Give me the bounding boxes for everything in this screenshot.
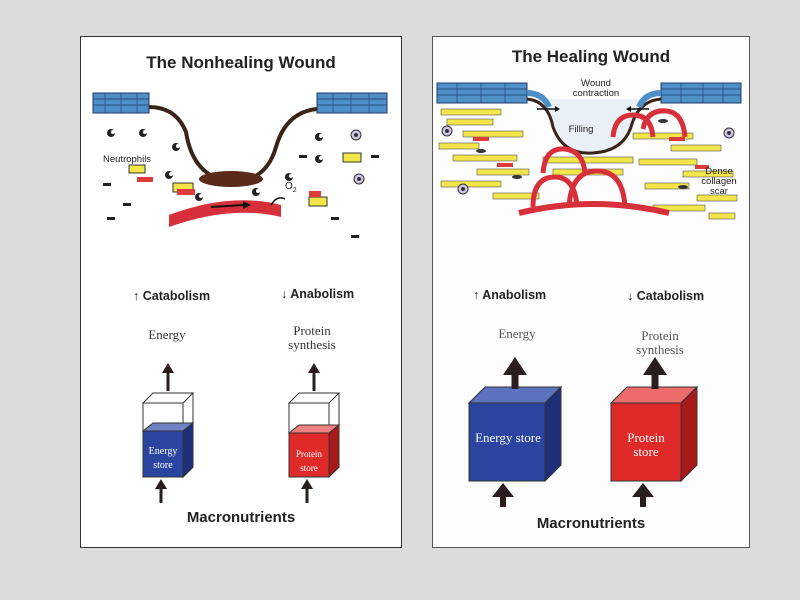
right-protein-store-label: Protein store (627, 430, 665, 459)
left-stores-illustration (141, 363, 341, 503)
right-protein-cube (609, 385, 699, 483)
right-macrophages (441, 125, 735, 195)
left-energy-store-label: Energy store (148, 446, 178, 471)
macrophages (350, 129, 365, 185)
left-energy-cube (141, 392, 195, 479)
left-macronutrients-label: Macronutrients (186, 509, 296, 526)
left-anabolism-heading: ↓ Anabolism (281, 287, 355, 301)
neutrophil-notches (111, 130, 323, 198)
right-energy-store-label: Energy store (475, 430, 541, 445)
granulation-vessels (530, 108, 688, 208)
nonhealing-wound-panel: The Nonhealing Wound (80, 36, 402, 548)
right-protein-synthesis-label: Protein synthesis (636, 328, 684, 357)
left-blood-vessel (169, 200, 281, 227)
healing-wound-panel: The Healing Wound (432, 36, 750, 548)
left-epidermis-right (316, 92, 388, 114)
right-macronutrients-label: Macronutrients (536, 515, 646, 532)
right-stores-illustration (467, 357, 699, 507)
wound-contraction-label: Wound contraction (572, 78, 620, 99)
left-epidermis-left (92, 92, 150, 114)
left-protein-store-label: Protein store (296, 449, 322, 473)
right-blood-vessel (518, 201, 670, 216)
healing-title: The Healing Wound (511, 47, 671, 66)
healing-wound-illustration (436, 82, 742, 220)
up-arrow-icon: ↑ (133, 289, 140, 303)
o2-label: O2 (285, 181, 297, 195)
up-arrow-icon: ↑ (473, 288, 480, 302)
right-energy-label: Energy (498, 326, 536, 341)
left-catabolism-heading: ↑ Catabolism (133, 289, 211, 303)
right-anabolism-heading: ↑ Anabolism (473, 288, 547, 302)
right-epidermis-right (660, 82, 742, 104)
dense-collagen-scar-label: Dense collagen scar (701, 166, 737, 197)
right-energy-cube (467, 385, 563, 483)
left-protein-synthesis-label: Protein synthesis (288, 323, 336, 352)
down-arrow-icon: ↓ (281, 287, 288, 301)
nonhealing-wound-illustration (92, 92, 388, 238)
neutrophils-label: Neutrophils (103, 154, 152, 165)
wound-scab (199, 171, 263, 187)
left-energy-label: Energy (148, 327, 186, 342)
fibroblasts (128, 152, 362, 207)
filling-label: Filling (568, 124, 594, 135)
right-catabolism-heading: ↓ Catabolism (627, 289, 705, 303)
nonhealing-title: The Nonhealing Wound (146, 53, 336, 72)
left-protein-cube (287, 392, 341, 479)
down-arrow-icon: ↓ (627, 289, 634, 303)
